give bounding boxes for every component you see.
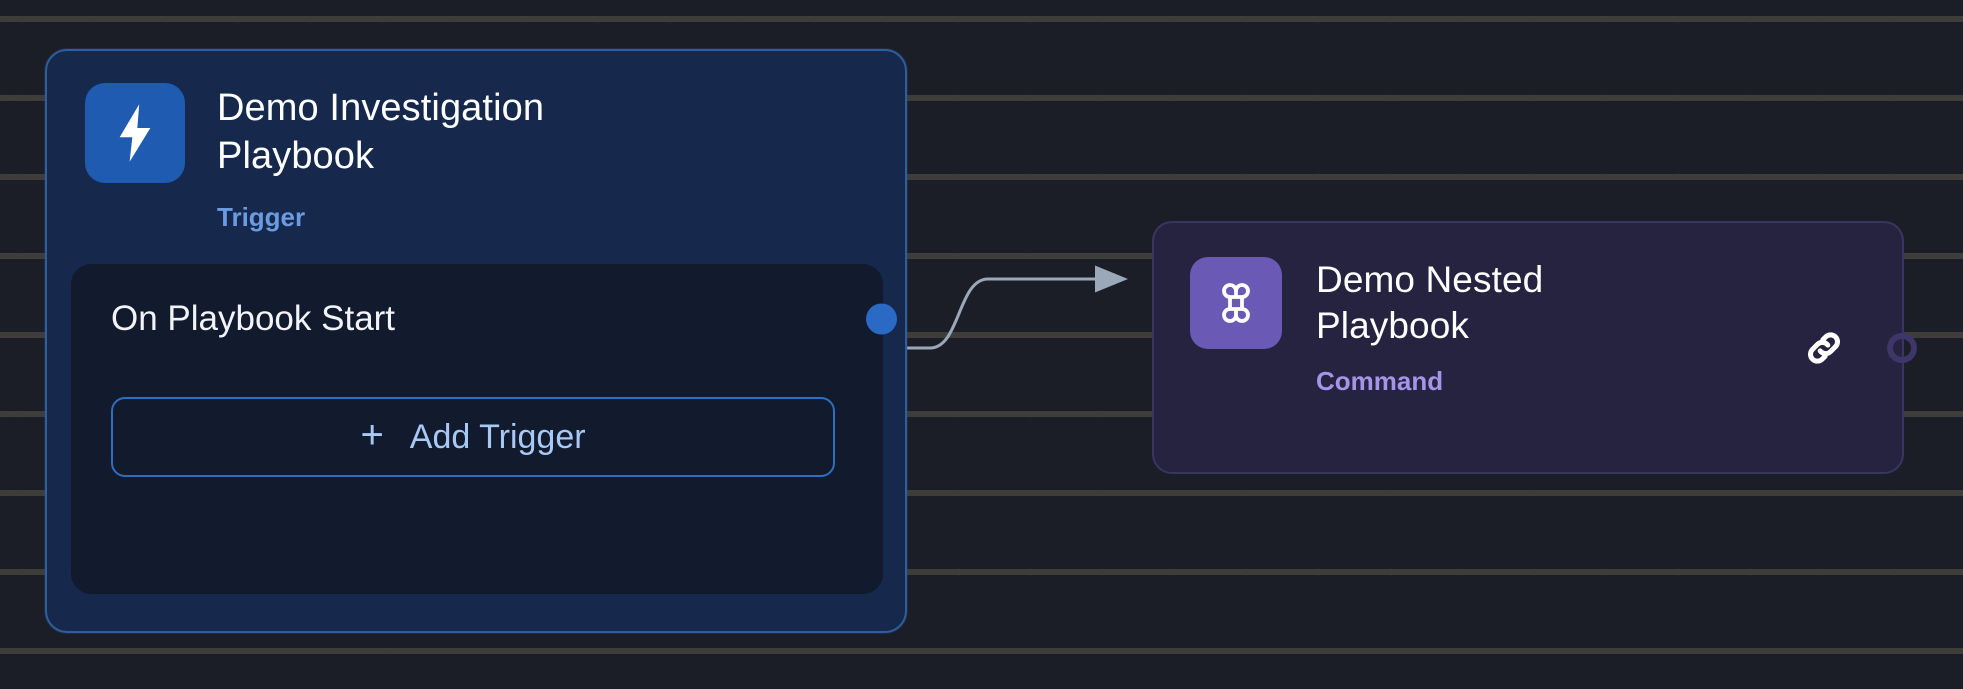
- trigger-item-on-playbook-start[interactable]: On Playbook Start: [71, 264, 897, 374]
- add-trigger-button[interactable]: + Add Trigger: [111, 397, 835, 477]
- trigger-output-handle[interactable]: [866, 303, 897, 335]
- trigger-node-subtitle: Trigger: [217, 202, 306, 232]
- trigger-node-header: Demo Investigation Playbook Trigger: [47, 51, 905, 233]
- lightning-bolt-icon: [85, 83, 185, 183]
- node-command-demo-nested-playbook[interactable]: Demo Nested Playbook Command: [1152, 221, 1917, 474]
- command-node-title: Demo Nested Playbook: [1316, 259, 1544, 347]
- command-node-handle[interactable]: [1887, 332, 1917, 363]
- plus-icon: +: [360, 413, 384, 457]
- command-icon: [1190, 257, 1282, 349]
- trigger-inner-card: On Playbook Start + Add Trigger: [71, 264, 897, 594]
- node-trigger-demo-investigation-playbook[interactable]: Demo Investigation Playbook Trigger On P…: [45, 49, 907, 633]
- command-node-header-text: Demo Nested Playbook Command: [1282, 257, 1696, 397]
- trigger-node-title: Demo Investigation Playbook: [217, 87, 545, 177]
- command-node-header: Demo Nested Playbook Command: [1154, 223, 1902, 397]
- link-icon[interactable]: [1800, 324, 1848, 372]
- trigger-node-header-text: Demo Investigation Playbook Trigger: [185, 83, 647, 233]
- command-node-subtitle: Command: [1316, 365, 1444, 396]
- trigger-item-label: On Playbook Start: [111, 299, 396, 338]
- add-trigger-label: Add Trigger: [409, 417, 586, 456]
